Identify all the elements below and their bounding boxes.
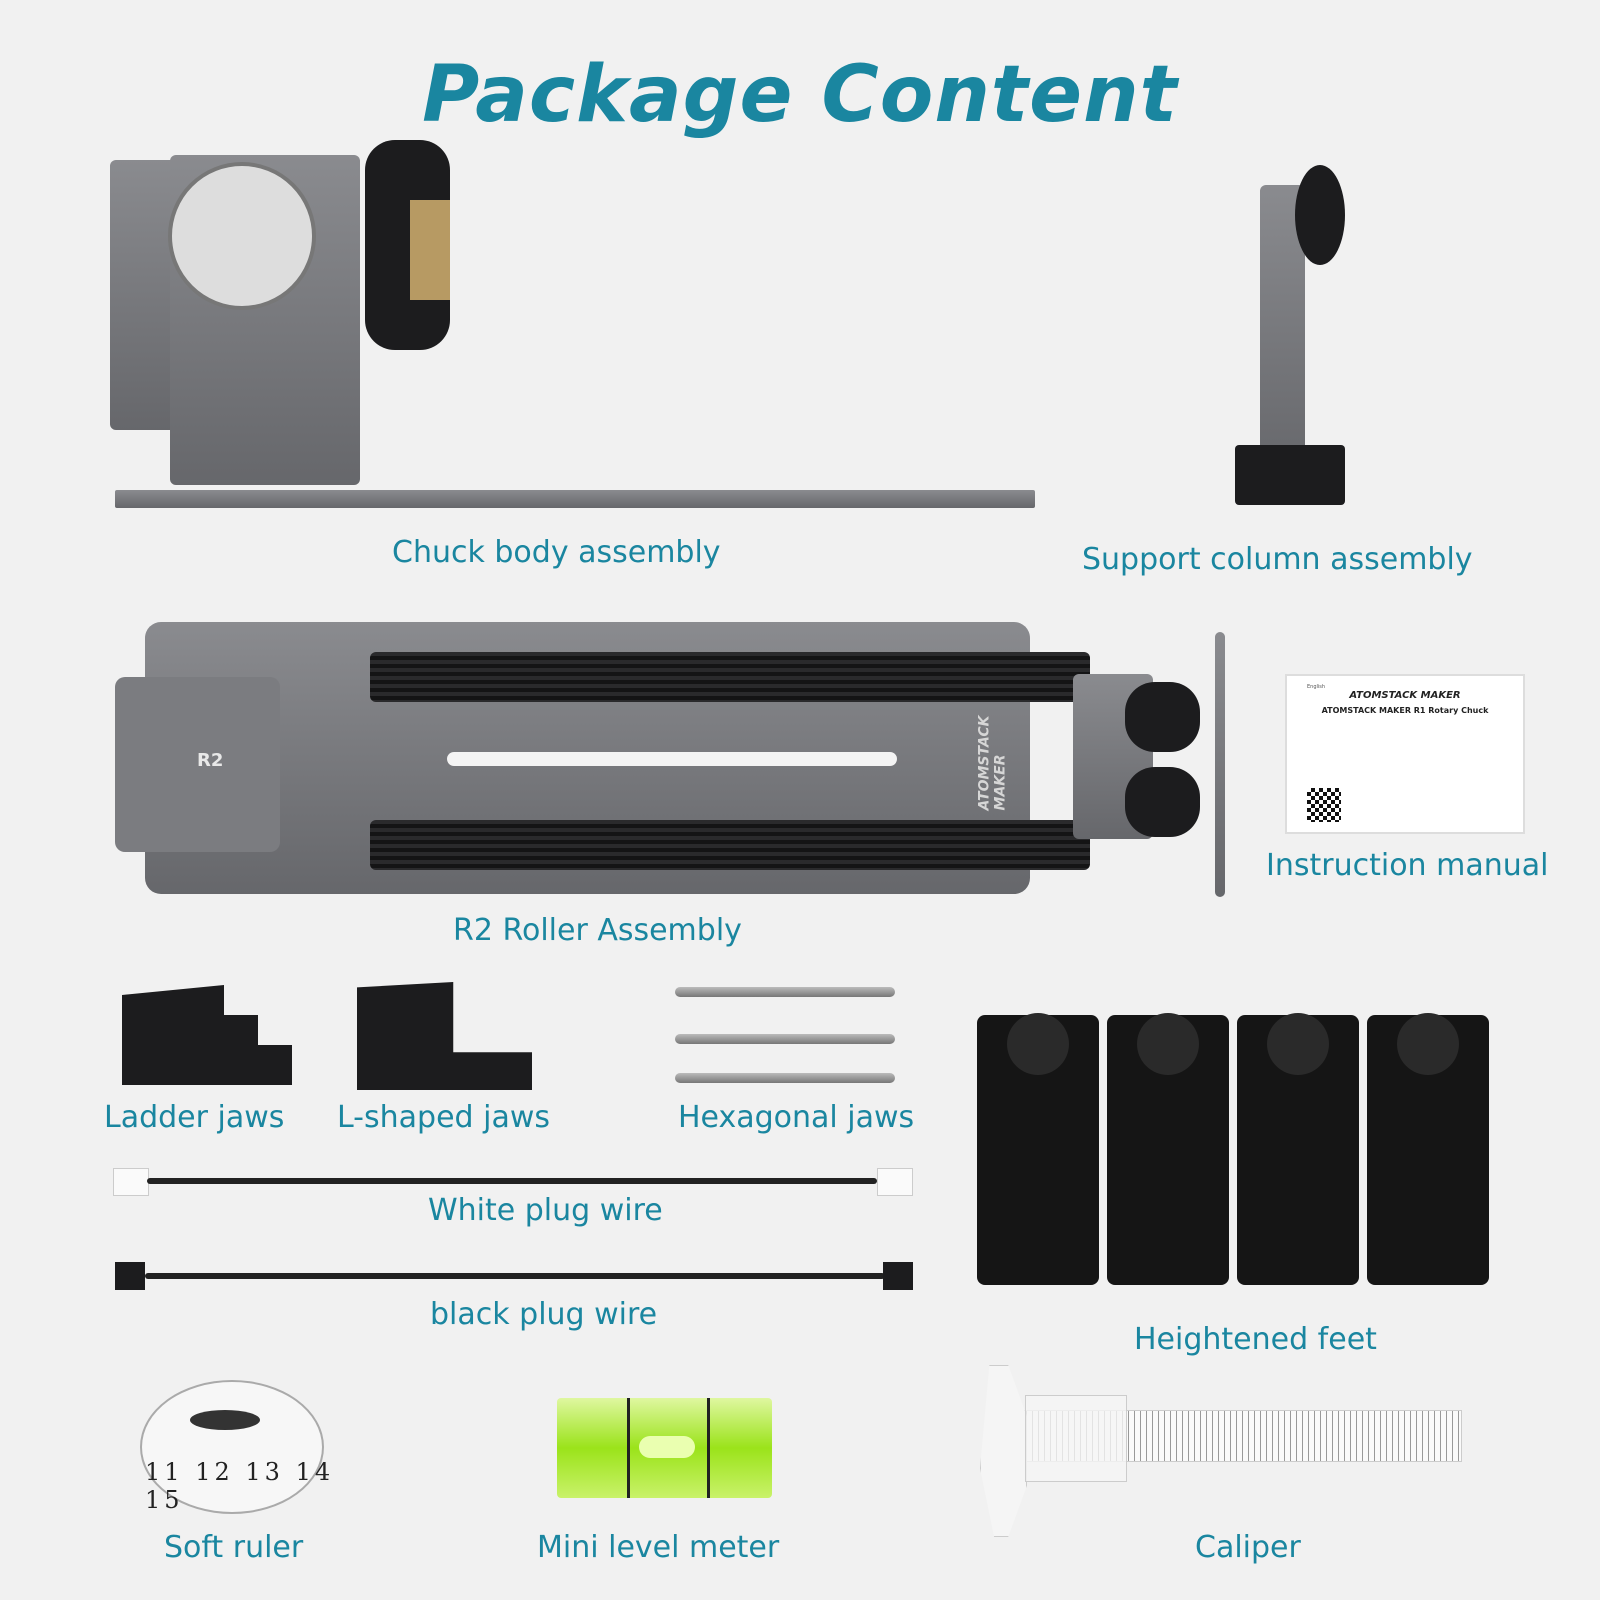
qr-code-icon [1307, 788, 1341, 822]
l-shaped-jaws-image [357, 982, 532, 1090]
heightened-foot-image [977, 1013, 1099, 1285]
manual-heading: ATOMSTACK MAKER R1 Rotary Chuck [1321, 706, 1489, 715]
caliper-image [980, 1365, 1480, 1537]
roller-wheels-image [1073, 632, 1233, 897]
ruler-number: 13 [245, 1458, 284, 1486]
label-black-plug-wire: black plug wire [430, 1297, 658, 1332]
white-plug-wire-image [113, 1165, 913, 1196]
manual-lang: English [1307, 684, 1326, 690]
label-support-column: Support column assembly [1082, 542, 1473, 577]
hex-jaw-rod [675, 1034, 895, 1044]
label-r2-roller: R2 Roller Assembly [453, 913, 742, 948]
label-caliper: Caliper [1195, 1530, 1301, 1565]
ruler-number: 14 [295, 1458, 335, 1486]
mini-level-meter-image [557, 1398, 772, 1498]
ruler-number: 11 [145, 1458, 184, 1486]
ruler-number: 12 [195, 1458, 234, 1486]
heightened-foot-image [1367, 1013, 1489, 1285]
label-white-plug-wire: White plug wire [428, 1193, 663, 1228]
heightened-foot-image [1107, 1013, 1229, 1285]
support-column-image [1230, 165, 1360, 510]
label-instruction-manual: Instruction manual [1266, 848, 1549, 883]
hex-jaw-rod [675, 987, 895, 997]
label-soft-ruler: Soft ruler [164, 1530, 304, 1565]
page-title: Package Content [422, 50, 1178, 140]
label-heightened-feet: Heightened feet [1134, 1322, 1377, 1357]
label-chuck-body: Chuck body assembly [392, 535, 721, 570]
black-plug-wire-image [115, 1260, 915, 1290]
r2-roller-image: R2 ATOMSTACK MAKER [115, 622, 1090, 897]
roller-brand: ATOMSTACK MAKER [976, 715, 1009, 811]
label-ladder-jaws: Ladder jaws [104, 1100, 285, 1135]
ladder-jaws-image [122, 985, 292, 1085]
hex-jaw-rod [675, 1073, 895, 1083]
ruler-number: 15 [145, 1486, 184, 1514]
instruction-manual-image: English ATOMSTACK MAKER ATOMSTACK MAKER … [1285, 674, 1525, 834]
label-hexagonal-jaws: Hexagonal jaws [678, 1100, 915, 1135]
label-mini-level-meter: Mini level meter [537, 1530, 780, 1565]
heightened-foot-image [1237, 1013, 1359, 1285]
soft-ruler-image: 11 12 13 14 15 [140, 1380, 350, 1515]
chuck-body-image [110, 140, 1035, 510]
label-l-shaped-jaws: L-shaped jaws [337, 1100, 551, 1135]
r2-badge: R2 [197, 750, 224, 771]
manual-brand: ATOMSTACK MAKER [1349, 690, 1461, 701]
